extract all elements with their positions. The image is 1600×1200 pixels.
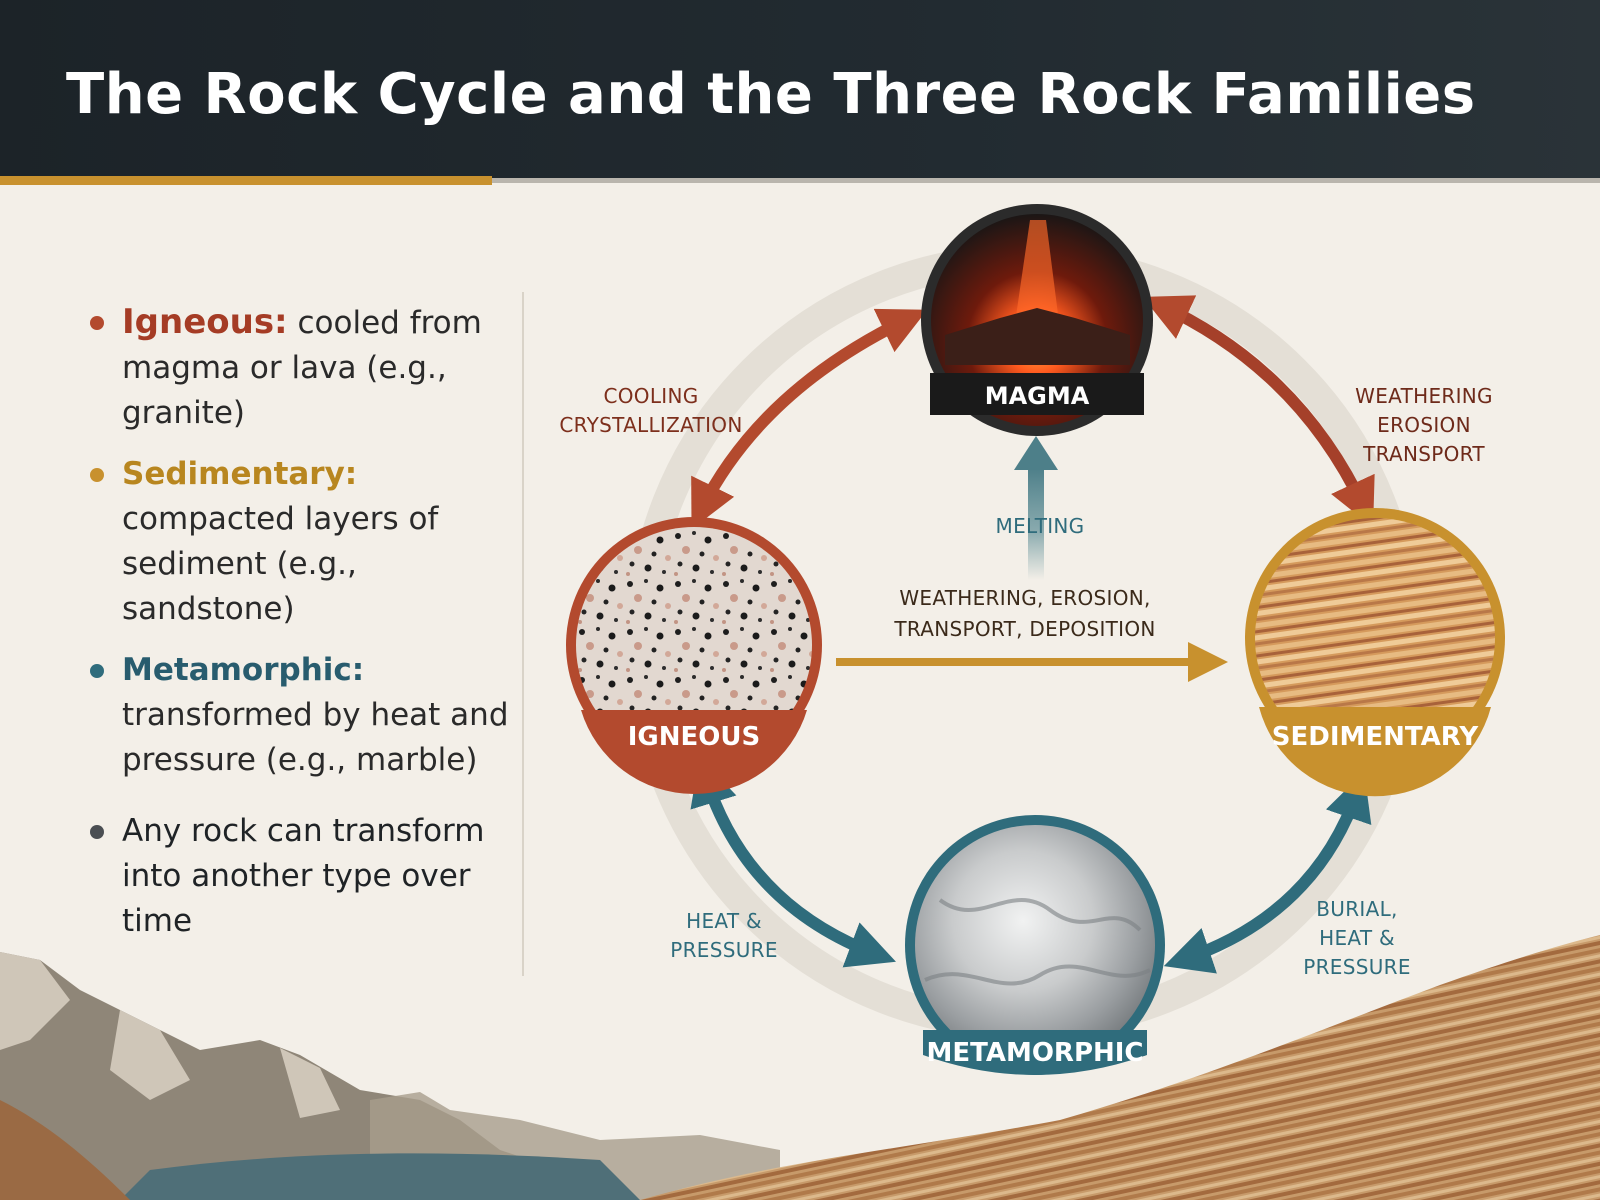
label-burial-line-1: BURIAL, [1316, 897, 1397, 921]
label-melting: MELTING [996, 514, 1085, 538]
label-heat-pressure-line-2: PRESSURE [670, 938, 778, 962]
section-divider [522, 292, 524, 976]
label-weathering-mid-line-1: WEATHERING, EROSION, [899, 586, 1150, 610]
bullet-igneous [90, 316, 104, 330]
legend-term-metamorphic: Metamorphic: [122, 652, 364, 688]
label-weathering-top-line-3: TRANSPORT [1362, 442, 1485, 466]
node-igneous-label: IGNEOUS [628, 722, 760, 752]
label-heat-pressure-line-1: HEAT & [686, 909, 762, 933]
node-sedimentary-label: SEDIMENTARY [1272, 722, 1480, 752]
label-weathering-top-line-2: EROSION [1377, 413, 1471, 437]
bullet-sedimentary [90, 468, 104, 482]
node-magma-label: MAGMA [985, 382, 1090, 410]
legend-list: Igneous: cooled from magma or lava (e.g.… [76, 300, 516, 944]
legend-item-igneous: Igneous: cooled from magma or lava (e.g.… [76, 300, 516, 436]
label-weathering-mid-line-2: TRANSPORT, DEPOSITION [893, 617, 1155, 641]
node-igneous: IGNEOUS [566, 517, 822, 794]
label-burial-line-2: HEAT & [1319, 926, 1395, 950]
legend-item-general: Any rock can transform into another type… [76, 809, 516, 944]
legend-desc-general: Any rock can transform into another type… [122, 813, 484, 939]
legend-item-metamorphic: Metamorphic: transformed by heat and pre… [76, 648, 516, 783]
legend-term-igneous: Igneous: [122, 302, 288, 342]
bullet-general [90, 825, 104, 839]
node-metamorphic-label: METAMORPHIC [926, 1038, 1143, 1068]
node-sedimentary: SEDIMENTARY [1245, 508, 1505, 796]
legend-item-sedimentary: Sedimentary: compacted layers of sedimen… [76, 452, 516, 632]
legend-desc-metamorphic: transformed by heat and pressure (e.g., … [122, 697, 509, 778]
label-cooling-line-1: COOLING [603, 384, 698, 408]
arrow-melting-up [1014, 436, 1058, 580]
legend-term-sedimentary: Sedimentary: [122, 456, 357, 492]
label-burial-line-3: PRESSURE [1303, 955, 1411, 979]
label-cooling-line-2: CRYSTALLIZATION [559, 413, 742, 437]
legend-desc-sedimentary: compacted layers of sediment (e.g., sand… [122, 501, 438, 627]
bullet-metamorphic [90, 664, 104, 678]
label-weathering-top-line-1: WEATHERING [1355, 384, 1493, 408]
node-metamorphic: METAMORPHIC [905, 815, 1165, 1075]
node-magma: MAGMA [921, 204, 1153, 436]
